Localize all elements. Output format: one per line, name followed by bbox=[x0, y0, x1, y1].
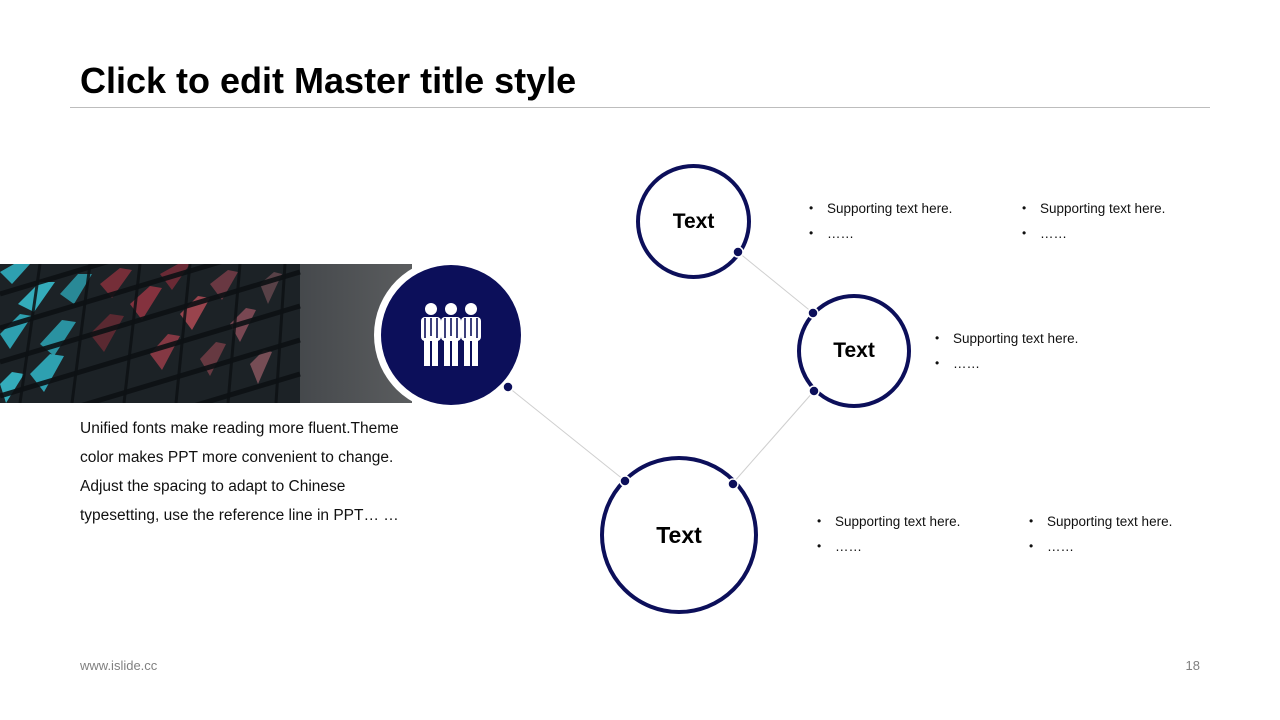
node-label-bottom[interactable]: Text bbox=[656, 521, 702, 548]
bullet-item: …… bbox=[1029, 534, 1172, 559]
bullet-item: …… bbox=[1022, 221, 1165, 246]
bullet-list-middle[interactable]: Supporting text here. …… bbox=[935, 326, 1078, 376]
bullet-item: …… bbox=[935, 351, 1078, 376]
connector-dot bbox=[807, 307, 819, 319]
connector-dot bbox=[808, 385, 820, 397]
slide-title[interactable]: Click to edit Master title style bbox=[80, 60, 577, 101]
bullet-item: Supporting text here. bbox=[1022, 196, 1165, 221]
bullet-item: …… bbox=[809, 221, 952, 246]
connector-middle-to-bottom bbox=[732, 390, 815, 484]
bullet-item: …… bbox=[817, 534, 960, 559]
bullet-item: Supporting text here. bbox=[935, 326, 1078, 351]
node-label-top[interactable]: Text bbox=[672, 209, 715, 233]
connector-dot bbox=[619, 475, 631, 487]
connector-dot bbox=[732, 246, 744, 258]
team-people-icon bbox=[421, 303, 481, 366]
bullet-item: Supporting text here. bbox=[1029, 509, 1172, 534]
bullet-item: Supporting text here. bbox=[817, 509, 960, 534]
connector-top-to-middle bbox=[737, 251, 814, 314]
node-label-middle[interactable]: Text bbox=[833, 339, 875, 362]
bullet-list-bottom-right[interactable]: Supporting text here. …… bbox=[1029, 509, 1172, 559]
connector-dot bbox=[727, 478, 739, 490]
connector-hub-to-bottom bbox=[507, 386, 625, 481]
title-divider bbox=[70, 107, 1210, 108]
body-paragraph[interactable]: Unified fonts make reading more fluent.T… bbox=[80, 420, 399, 524]
footer-url: www.islide.cc bbox=[80, 658, 158, 673]
node-circle-top[interactable]: Text bbox=[636, 164, 751, 279]
page-number: 18 bbox=[1185, 658, 1200, 673]
hub-circle-fill bbox=[381, 265, 521, 405]
connector-dot bbox=[502, 381, 514, 393]
bullet-list-bottom-left[interactable]: Supporting text here. …… bbox=[817, 509, 960, 559]
bullet-item: Supporting text here. bbox=[809, 196, 952, 221]
bullet-list-top-right[interactable]: Supporting text here. …… bbox=[1022, 196, 1165, 246]
building-photo bbox=[0, 264, 412, 403]
hub-circle[interactable] bbox=[374, 258, 528, 412]
bullet-list-top-left[interactable]: Supporting text here. …… bbox=[809, 196, 952, 246]
